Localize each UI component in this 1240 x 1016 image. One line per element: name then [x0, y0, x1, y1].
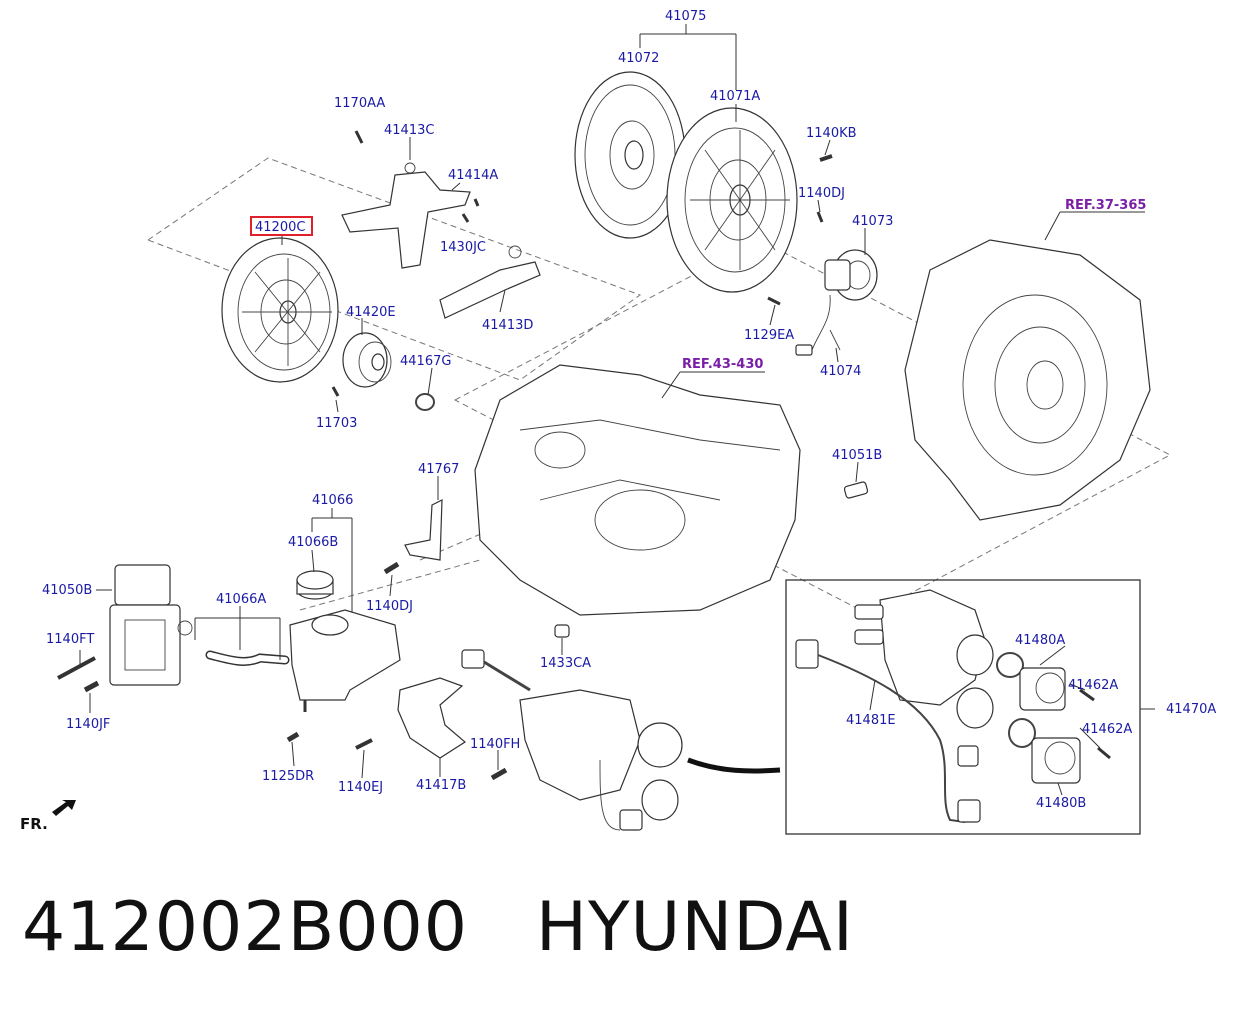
label-41072: 41072 [618, 51, 659, 66]
label-1140KB: 1140KB [806, 126, 857, 141]
label-41066: 41066 [312, 493, 353, 508]
highlight-box-41200C [250, 216, 313, 236]
front-arrow-icon [52, 800, 76, 816]
label-41413C: 41413C [384, 123, 434, 138]
detail-box-41470A [785, 579, 1141, 835]
label-1430JC: 1430JC [440, 240, 486, 255]
bracket-41767 [404, 499, 443, 561]
exploded-parts-diagram: 41075 41072 41071A 1170AA 41413C 1140KB … [20, 9, 1216, 835]
front-label: FR. [20, 815, 48, 833]
front-direction-marker: FR. [20, 800, 76, 833]
reservoir-41066 [289, 609, 401, 712]
detail-arrow [687, 757, 781, 774]
label-11703: 11703 [316, 416, 357, 431]
label-41074: 41074 [820, 364, 861, 379]
transmission-case-ref37 [904, 239, 1151, 521]
sensor-41074 [795, 329, 841, 356]
label-1125DR: 1125DR [262, 769, 314, 784]
bolt-1140JF [83, 680, 100, 693]
label-41480B: 41480B [1036, 796, 1086, 811]
motor-41480A [1019, 667, 1066, 711]
assembly-line-1 [419, 499, 561, 561]
bolt-1125DR [286, 731, 300, 743]
label-1140DJ-mid: 1140DJ [366, 599, 413, 614]
brand-name: HYUNDAI [535, 888, 854, 967]
label-41075: 41075 [665, 9, 706, 24]
release-fork-41413D [439, 245, 541, 319]
screw-41462A-top [1079, 688, 1095, 702]
label-1140JF: 1140JF [66, 717, 110, 732]
clutch-assembly-outline [146, 157, 642, 381]
actuator-unit-center [461, 649, 683, 831]
assembly-line-2 [299, 559, 481, 611]
hose-41066A-inner [207, 652, 288, 665]
part-number: 412002B000 [22, 888, 469, 967]
label-41413D: 41413D [482, 318, 533, 333]
label-1140EJ: 1140EJ [338, 780, 383, 795]
label-1140DJ-top: 1140DJ [798, 186, 845, 201]
label-41417B: 41417B [416, 778, 466, 793]
product-caption: 412002B000 HYUNDAI [22, 888, 854, 967]
label-44167G: 44167G [400, 354, 451, 369]
leader-lines [79, 24, 1155, 796]
motor-41480B [1031, 737, 1081, 784]
bolt-1140DJ [383, 561, 400, 575]
label-1140FH: 1140FH [470, 737, 520, 752]
label-41066A: 41066A [216, 592, 266, 607]
pressure-plate-41071A [666, 107, 798, 293]
ref-label-43-430: REF.43-430 [682, 357, 763, 372]
label-1433CA: 1433CA [540, 656, 591, 671]
label-1170AA: 1170AA [334, 96, 385, 111]
ref-label-37-365: REF.37-365 [1065, 198, 1146, 213]
actuator-41050B [109, 564, 193, 686]
clutch-assembly-41200C [221, 237, 339, 383]
bolt-1140FT [57, 656, 96, 680]
gearbox-ref43 [474, 364, 801, 616]
release-bearing-41420E [342, 332, 392, 388]
label-41071A: 41071A [710, 89, 760, 104]
label-1129EA: 1129EA [744, 328, 794, 343]
label-41420E: 41420E [346, 305, 396, 320]
detail-actuator-assembly [854, 589, 1036, 748]
label-41051B: 41051B [832, 448, 882, 463]
heat-shield-41417B [397, 677, 467, 759]
slave-cylinder-41073 [811, 249, 878, 351]
label-1140FT: 1140FT [46, 632, 94, 647]
label-41073: 41073 [852, 214, 893, 229]
wire-harness-41481E [795, 639, 981, 823]
bolt-1140EJ [355, 738, 373, 750]
label-41066B: 41066B [288, 535, 338, 550]
label-41462A-bot: 41462A [1082, 722, 1132, 737]
label-41414A: 41414A [448, 168, 498, 183]
plug-1433CA [554, 624, 570, 638]
label-41481E: 41481E [846, 713, 896, 728]
small-fasteners [331, 130, 833, 397]
label-41050B: 41050B [42, 583, 92, 598]
screw-41462A-bot [1097, 746, 1111, 760]
release-fork-bracket-41413C [341, 162, 471, 269]
label-41767: 41767 [418, 462, 459, 477]
label-41470A: 41470A [1166, 702, 1216, 717]
snap-ring-44167G [415, 393, 435, 411]
label-41480A-top: 41480A [1015, 633, 1065, 648]
label-41200C: 41200C [255, 220, 305, 235]
bolt-1140FH [490, 767, 508, 781]
reservoir-cap-41066B [296, 570, 334, 600]
label-41462A-top: 41462A [1068, 678, 1118, 693]
bolt-41051B [843, 481, 869, 499]
